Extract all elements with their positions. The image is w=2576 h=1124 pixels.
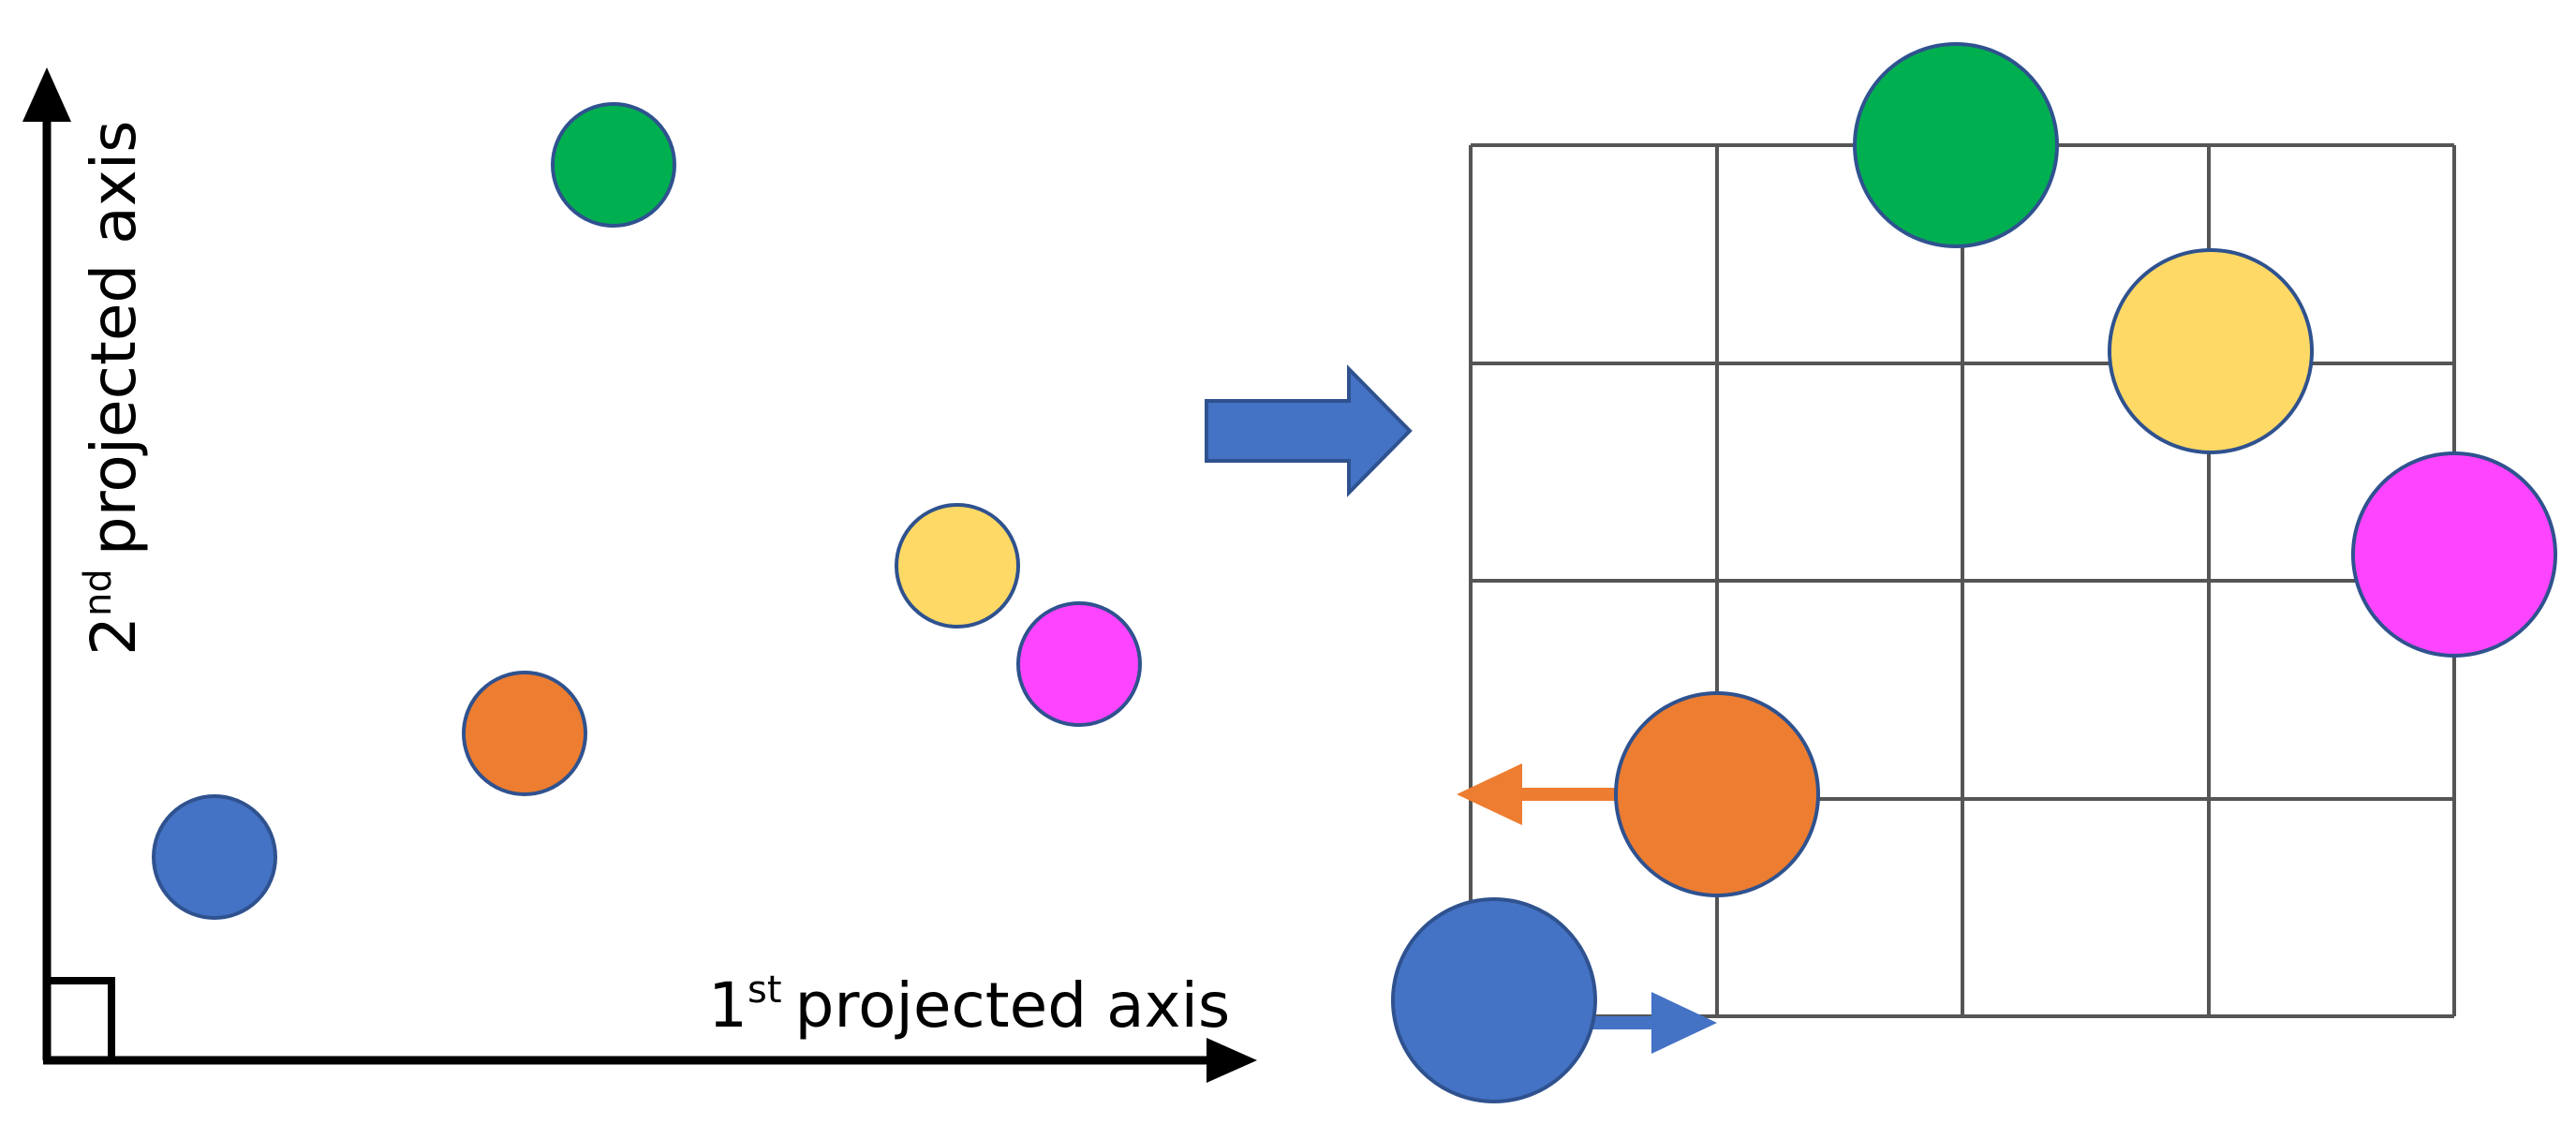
scatter-point-yellow xyxy=(895,503,1020,629)
grid-node-magenta xyxy=(2351,451,2557,658)
block-arrow-right-icon xyxy=(1205,364,1413,497)
arrow-right-icon xyxy=(1592,992,1717,1054)
scatter-point-magenta xyxy=(1016,601,1142,727)
scatter-point-green xyxy=(551,102,676,228)
right-angle-marker xyxy=(43,977,115,1064)
grid-node-green xyxy=(1853,42,2059,248)
scatter-point-blue xyxy=(152,794,277,920)
scatter-point-orange xyxy=(462,671,587,796)
y-axis-label: 2ndprojected axis xyxy=(77,120,150,656)
grid-node-yellow xyxy=(2108,248,2314,454)
grid-lines xyxy=(1469,143,2456,1018)
x-axis-arrowhead-icon xyxy=(1207,1038,1257,1083)
grid-node-orange xyxy=(1614,691,1820,897)
y-axis-arrowhead-icon xyxy=(22,67,71,122)
grid-node-blue xyxy=(1391,897,1597,1103)
grid-panel xyxy=(1391,42,2557,1103)
